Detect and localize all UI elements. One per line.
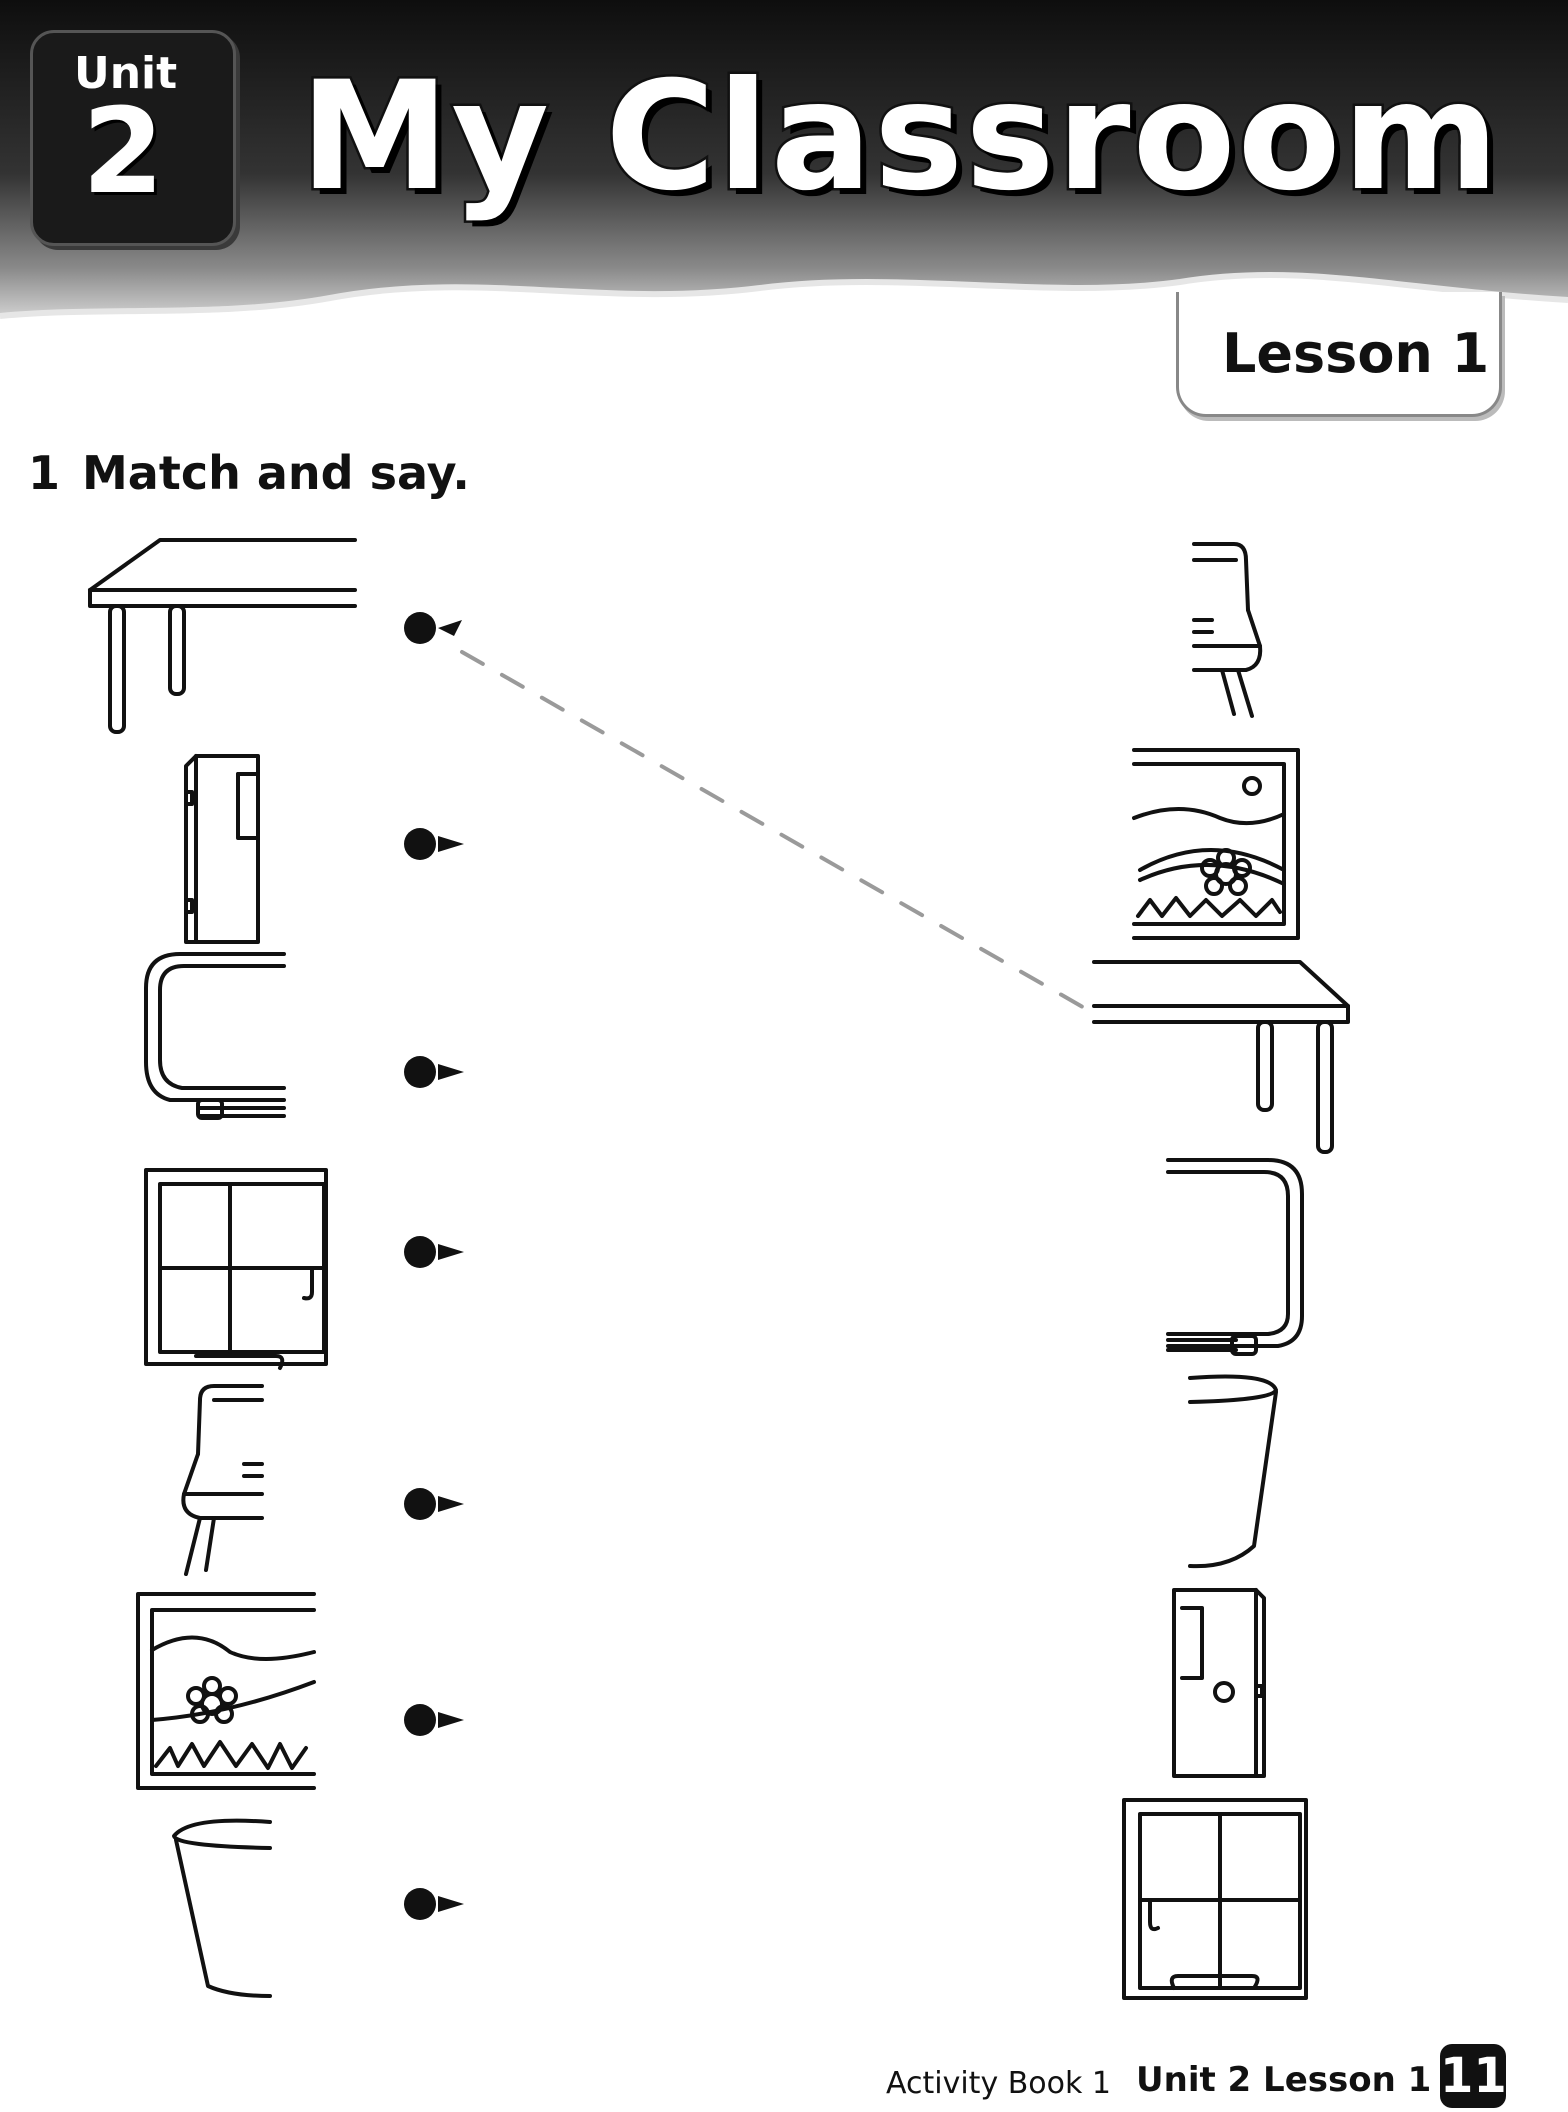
right-board-half[interactable] <box>1166 1158 1304 1356</box>
match-dot-5[interactable] <box>400 1484 472 1524</box>
unit-label: Unit <box>74 48 178 99</box>
right-door-half[interactable] <box>1172 1588 1266 1778</box>
exercise-number: 1 <box>28 446 61 500</box>
footer-book-title: Activity Book 1 <box>886 2066 1112 2101</box>
page-number: 11 <box>1440 2044 1507 2108</box>
page-title: My Classroom <box>298 50 1502 224</box>
right-bin-half[interactable] <box>1188 1374 1278 1569</box>
unit-badge <box>30 30 236 246</box>
match-dot-3[interactable] <box>400 1052 472 1092</box>
left-desk-half[interactable] <box>88 538 357 734</box>
unit-number: 2 <box>82 82 165 220</box>
footer-unit-lesson: Unit 2 Lesson 1 <box>1136 2060 1432 2100</box>
lesson-label: Lesson 1 <box>1222 322 1490 385</box>
left-chair-half[interactable] <box>181 1384 264 1576</box>
right-picture-half[interactable] <box>1132 748 1300 940</box>
left-board-half[interactable] <box>144 952 286 1120</box>
match-dot-4[interactable] <box>400 1232 472 1272</box>
match-dot-7[interactable] <box>400 1884 472 1924</box>
left-bin-half[interactable] <box>172 1818 272 1998</box>
right-window-half[interactable] <box>1122 1798 1308 2000</box>
left-window-half[interactable] <box>144 1168 328 1370</box>
left-picture-half[interactable] <box>136 1592 316 1790</box>
exercise-instruction: 1 Match and say. <box>28 446 470 500</box>
header-band <box>0 0 1568 319</box>
lesson-tab <box>1176 292 1502 417</box>
right-chair-half[interactable] <box>1192 542 1263 718</box>
example-match-line <box>460 650 1090 1012</box>
right-desk-half[interactable] <box>1092 960 1350 1154</box>
match-dot-6[interactable] <box>400 1700 472 1740</box>
match-dot-1[interactable] <box>400 608 472 648</box>
instruction-text: Match and say. <box>82 446 470 500</box>
match-dot-2[interactable] <box>400 824 472 864</box>
left-door-half[interactable] <box>184 754 260 944</box>
